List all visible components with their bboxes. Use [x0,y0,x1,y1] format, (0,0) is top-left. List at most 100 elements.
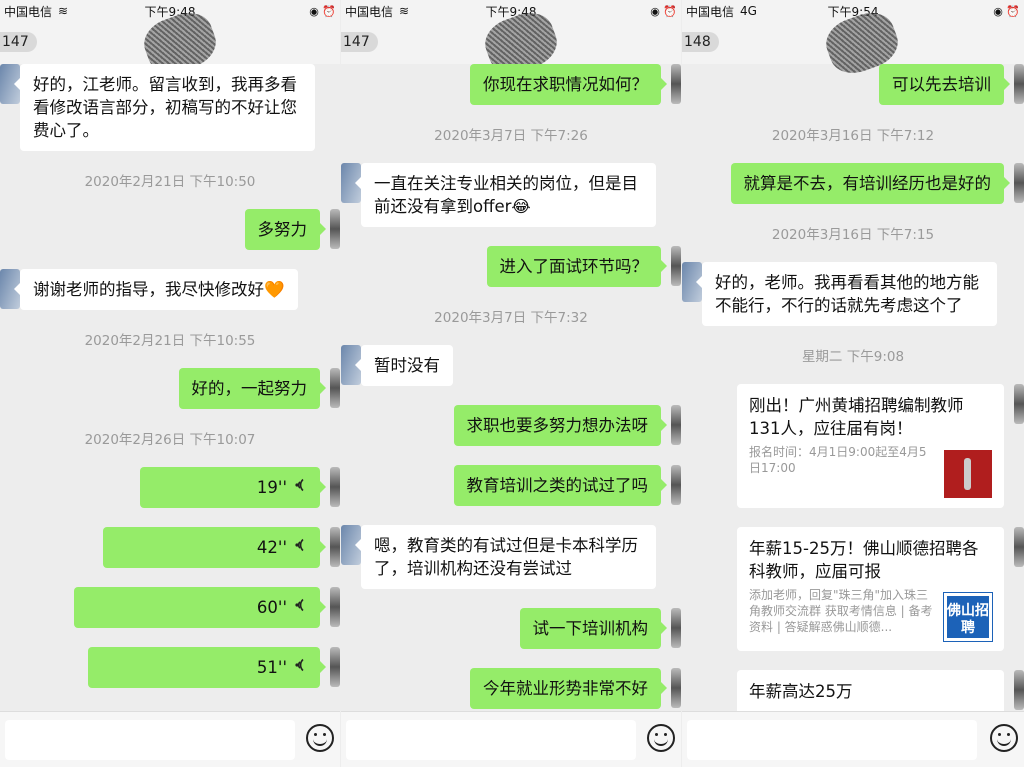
message-input[interactable] [687,720,977,760]
article-card[interactable]: 刚出！广州黄埔招聘编制教师131人，应往届有岗！报名时间：4月1日9:00起至4… [737,384,1004,508]
student-avatar[interactable] [341,163,361,203]
status-bar: 中国电信≋下午9:48◉ ⏰ [341,0,681,22]
teacher-avatar[interactable] [1014,527,1024,567]
message-row: 年薪高达25万 [682,670,1024,711]
message-list[interactable]: 好的，江老师。留言收到，我再多看看修改语言部分，初稿写的不好让您费心了。 2020… [0,64,340,711]
carrier-label: 中国电信 [345,4,394,19]
back-unread-badge[interactable]: 148 [682,32,719,52]
message-input[interactable] [346,720,636,760]
alarm-icon: ◉ ⏰ [309,4,336,18]
message-row: 好的，老师。我再看看其他的地方能不能行，不行的话就先考虑这个了 [682,262,1024,326]
input-bar [0,711,340,767]
message-row: 多努力 [0,209,340,250]
student-avatar[interactable] [0,269,20,309]
teacher-avatar[interactable] [330,368,340,408]
voice-duration: 60'' [256,598,287,617]
message-row: 好的，江老师。留言收到，我再多看看修改语言部分，初稿写的不好让您费心了。 [0,64,340,151]
emoji-icon[interactable] [647,724,675,752]
message-bubble[interactable]: 就算是不去，有培训经历也是好的 [730,163,1010,204]
voice-wave-icon [295,656,307,679]
emoji-icon[interactable] [306,724,334,752]
teacher-avatar[interactable] [1014,670,1024,710]
teacher-avatar[interactable] [330,587,340,627]
voice-message[interactable]: 42'' [102,527,327,568]
voice-message[interactable]: 51'' [88,647,326,688]
student-avatar[interactable] [341,525,361,565]
timestamp: 2020年2月26日 下午10:07 [84,432,256,448]
message-bubble[interactable]: 多努力 [244,209,326,250]
message-row: 嗯，教育类的有试过但是卡本科学历了，培训机构还没有尝试过 [341,525,681,589]
teacher-avatar[interactable] [671,668,681,708]
message-bubble[interactable]: 好的，一起努力 [178,368,326,409]
carrier-label: 中国电信 [4,4,53,19]
voice-duration: 42'' [256,538,287,557]
teacher-avatar[interactable] [330,647,340,687]
student-avatar[interactable] [0,64,20,104]
chat-screenshot-2: 中国电信≋下午9:48◉ ⏰ 147 你现在求职情况如何？2020年3月7日 下午7… [341,0,681,767]
student-avatar[interactable] [341,345,361,385]
message-bubble[interactable]: 好的，老师。我再看看其他的地方能不能行，不行的话就先考虑这个了 [696,262,997,326]
teacher-avatar[interactable] [330,527,340,567]
teacher-avatar[interactable] [671,405,681,445]
teacher-avatar[interactable] [330,467,340,507]
voice-duration: 51'' [256,658,287,677]
message-bubble[interactable]: 嗯，教育类的有试过但是卡本科学历了，培训机构还没有尝试过 [355,525,656,589]
teacher-avatar[interactable] [671,465,681,505]
timestamp: 星期二 下午9:08 [801,349,905,365]
message-bubble[interactable]: 暂时没有 [355,345,453,386]
message-bubble[interactable]: 求职也要多努力想办法呀 [453,405,667,446]
message-row: 刚出！广州黄埔招聘编制教师131人，应往届有岗！报名时间：4月1日9:00起至4… [682,384,1024,508]
voice-duration: 19'' [256,478,287,497]
network-indicator: 4G [740,4,757,18]
voice-message[interactable]: 60'' [74,587,326,628]
article-thumbnail-microphone [944,450,992,498]
message-input[interactable] [5,720,295,760]
message-row: 年薪15-25万！佛山顺德招聘各科教师，应届可报添加老师，回复"珠三角"加入珠三… [682,527,1024,651]
voice-message[interactable]: 19'' [139,467,327,508]
wifi-icon: ≋ [58,4,69,18]
alarm-icon: ◉ ⏰ [993,4,1020,18]
voice-wave-icon [295,596,307,619]
timestamp: 2020年2月21日 下午10:50 [84,174,256,190]
message-row: 你现在求职情况如何？ [341,64,681,105]
message-bubble[interactable]: 可以先去培训 [879,64,1010,105]
message-row: 今年就业形势非常不好 [341,668,681,709]
article-title: 年薪高达25万 [749,682,853,701]
back-unread-badge[interactable]: 147 [0,32,37,52]
teacher-avatar[interactable] [671,608,681,648]
message-bubble[interactable]: 今年就业形势非常不好 [470,668,667,709]
student-avatar[interactable] [682,262,702,302]
message-row: 可以先去培训 [682,64,1024,105]
input-bar [682,711,1024,767]
chat-header: 147 [341,5,681,81]
teacher-avatar[interactable] [330,209,340,249]
message-bubble[interactable]: 进入了面试环节吗？ [486,246,667,287]
teacher-avatar[interactable] [671,246,681,286]
message-bubble[interactable]: 试一下培训机构 [519,608,667,649]
article-card[interactable]: 年薪高达25万 [737,670,1004,711]
message-bubble[interactable]: 好的，江老师。留言收到，我再多看看修改语言部分，初稿写的不好让您费心了。 [14,64,315,151]
message-row: 就算是不去，有培训经历也是好的 [682,163,1024,204]
message-bubble[interactable]: 你现在求职情况如何？ [470,64,667,105]
article-card[interactable]: 年薪15-25万！佛山顺德招聘各科教师，应届可报添加老师，回复"珠三角"加入珠三… [737,527,1004,651]
back-unread-badge[interactable]: 147 [341,32,378,52]
message-row: 51'' [0,647,340,688]
teacher-avatar[interactable] [1014,163,1024,203]
timestamp: 2020年3月16日 下午7:12 [771,128,935,144]
teacher-avatar[interactable] [1014,64,1024,104]
message-bubble[interactable]: 谢谢老师的指导，我尽快修改好🧡 [14,269,298,310]
teacher-avatar[interactable] [1014,384,1024,424]
chat-header: 148 [682,5,1024,81]
article-thumbnail-logo: 佛山招聘 [943,592,993,642]
teacher-avatar[interactable] [671,64,681,104]
message-row: 进入了面试环节吗？ [341,246,681,287]
message-bubble[interactable]: 教育培训之类的试过了吗 [453,465,667,506]
article-body: 添加老师，回复"珠三角"加入珠三角教师交流群 获取考情信息 | 备考资料 | 答… [749,587,993,642]
message-bubble[interactable]: 一直在关注专业相关的岗位，但是目前还没有拿到offer😂 [355,163,656,227]
input-bar [341,711,681,767]
article-description: 添加老师，回复"珠三角"加入珠三角教师交流群 获取考情信息 | 备考资料 | 答… [749,588,933,634]
emoji-icon[interactable] [990,724,1018,752]
